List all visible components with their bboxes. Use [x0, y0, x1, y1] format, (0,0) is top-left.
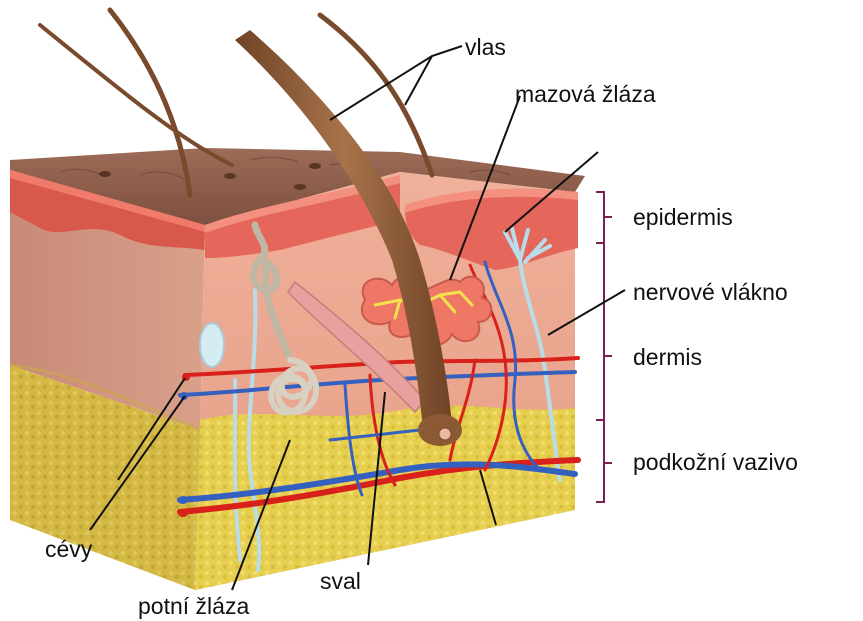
- subcutis-bracket: [596, 420, 612, 502]
- label-sebaceous-gland: mazová žláza: [515, 81, 656, 107]
- layer-brackets: [596, 192, 612, 502]
- pore: [309, 163, 321, 169]
- label-epidermis: epidermis: [633, 204, 733, 230]
- pore: [294, 184, 306, 190]
- dermis-bracket: [596, 243, 612, 420]
- epidermis-bracket: [596, 192, 612, 243]
- label-muscle: sval: [320, 568, 361, 594]
- label-vessels: cévy: [45, 536, 93, 562]
- hair-papilla: [439, 428, 451, 440]
- pore: [99, 171, 111, 177]
- label-subcutis: podkožní vazivo: [633, 449, 798, 475]
- label-sweat-gland: potní žláza: [138, 593, 249, 619]
- label-dermis: dermis: [633, 344, 702, 370]
- hair-leader: [330, 46, 462, 120]
- label-nerve-fiber: nervové vlákno: [633, 279, 788, 305]
- pore: [224, 173, 236, 179]
- label-hair: vlas: [465, 34, 506, 60]
- pacinian-corpuscle: [200, 323, 224, 367]
